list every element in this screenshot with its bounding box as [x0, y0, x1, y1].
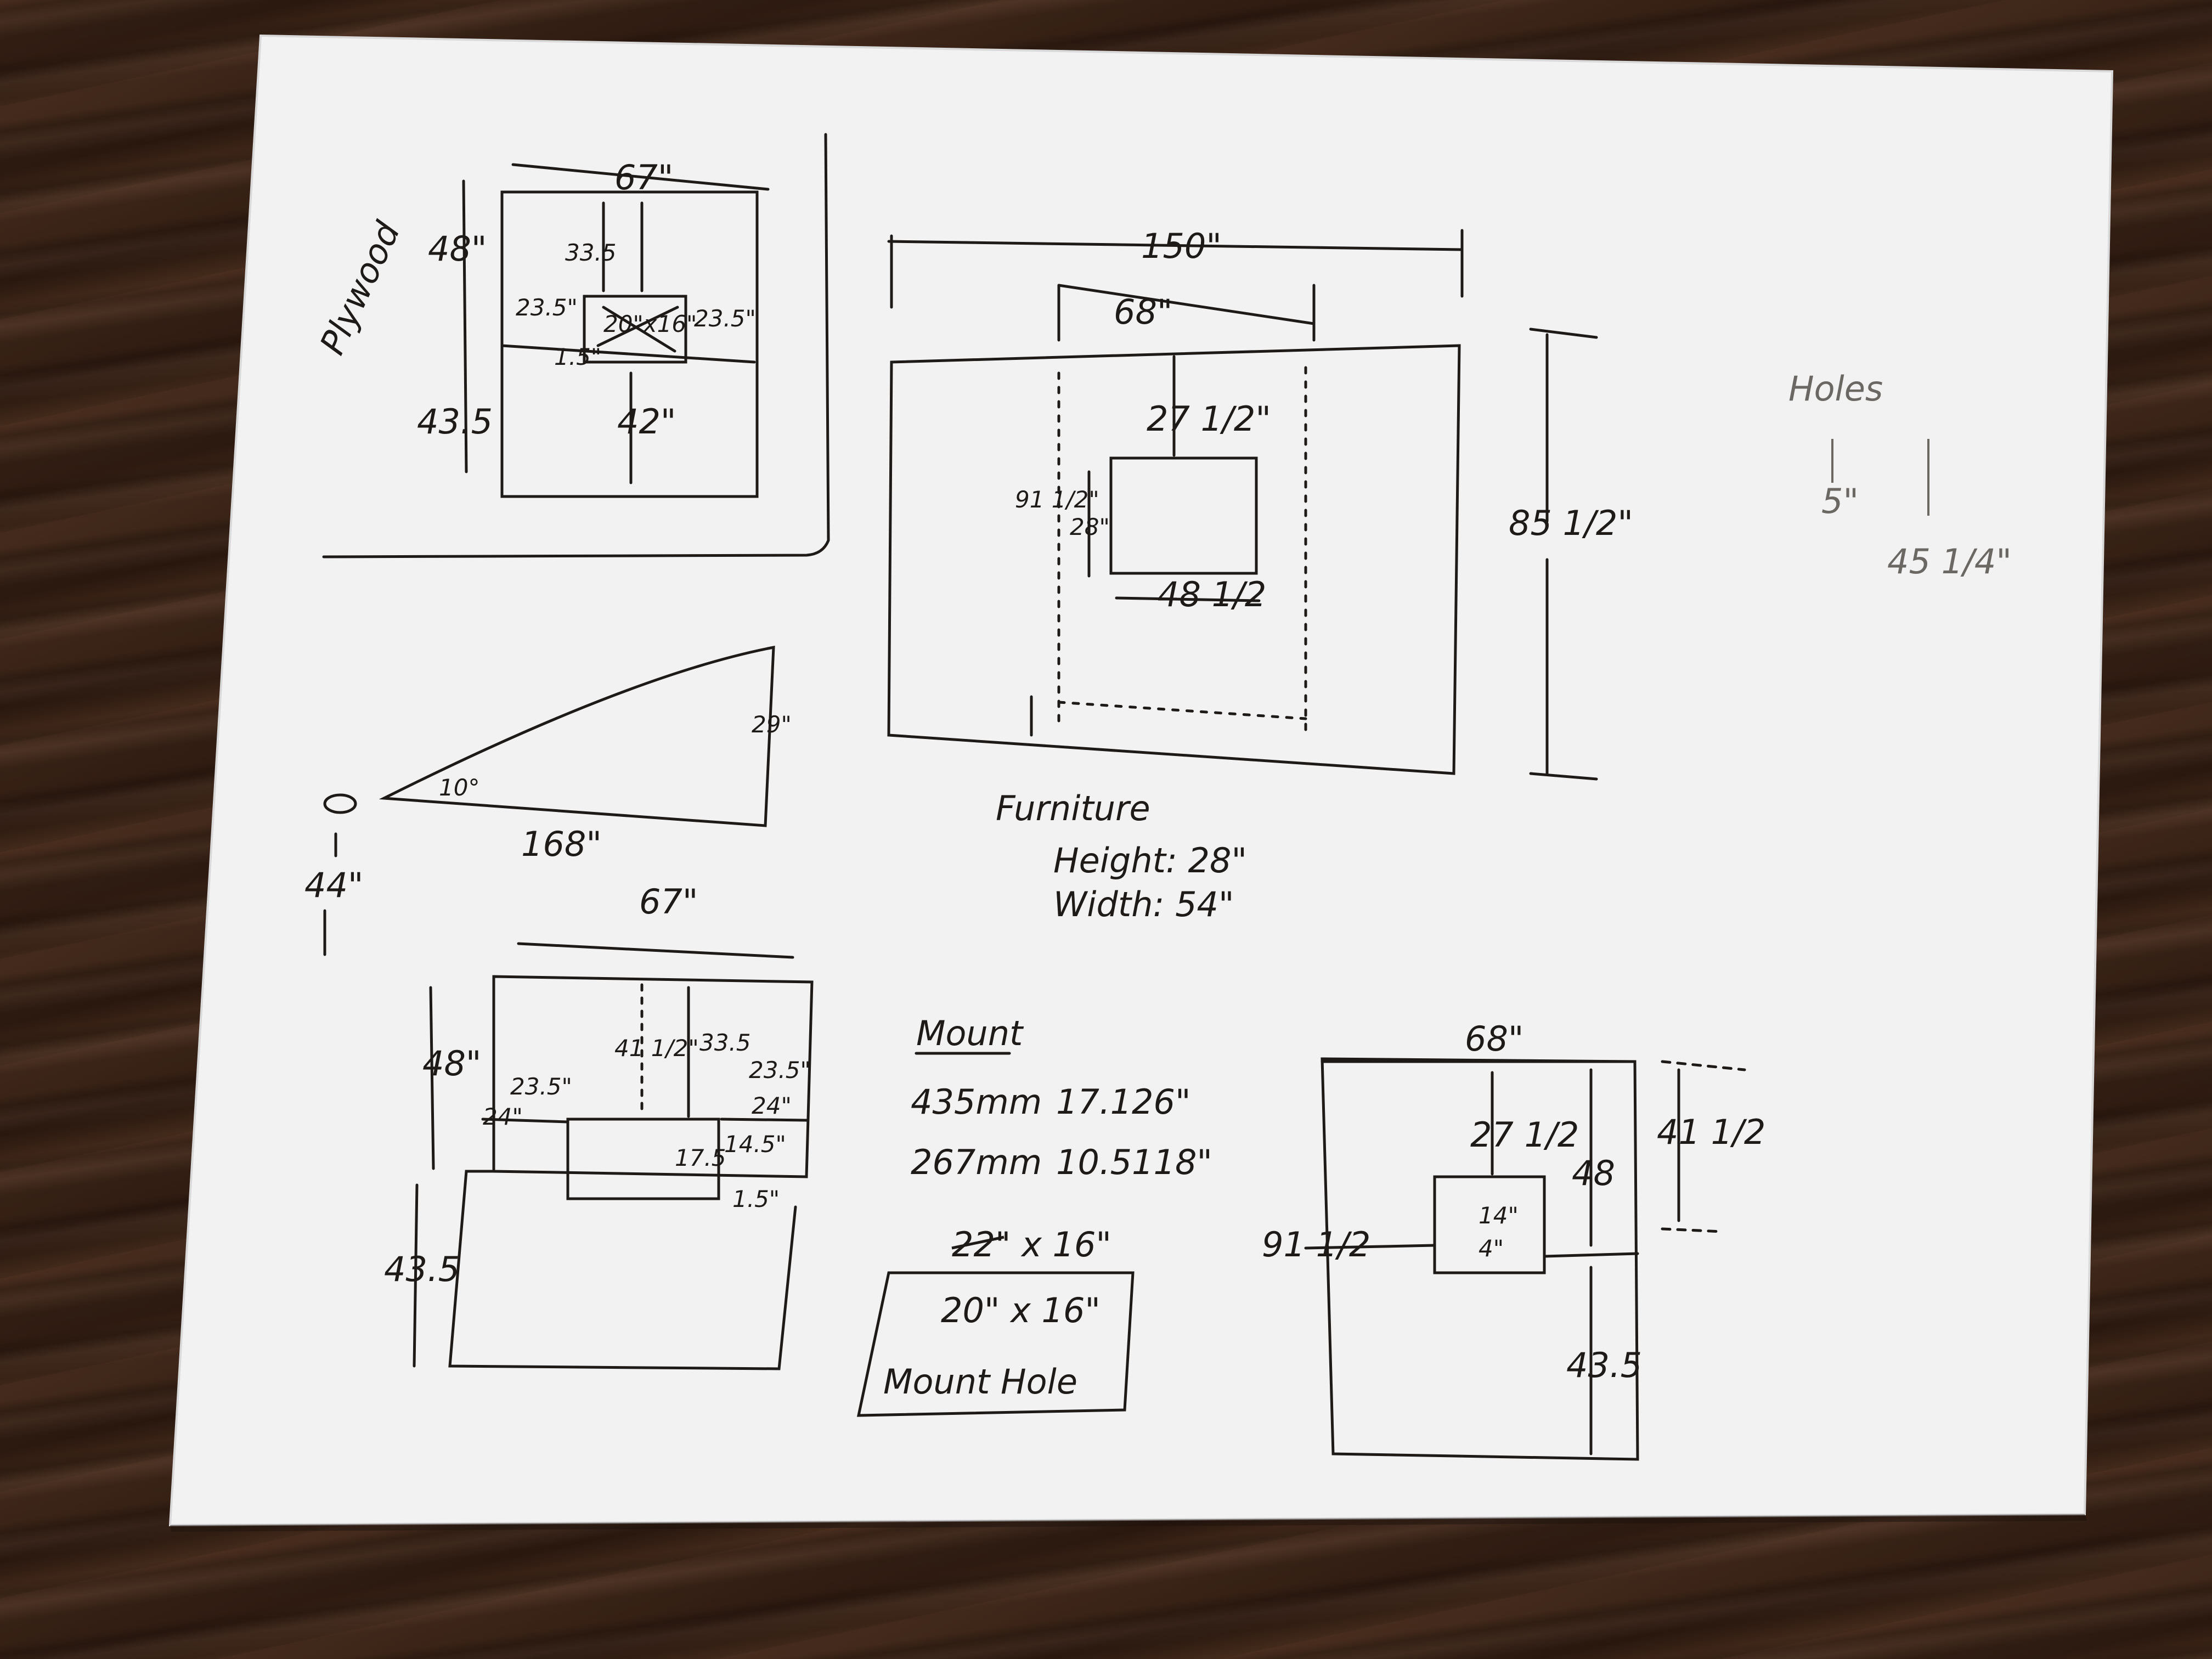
mount-title: Mount	[916, 1013, 1024, 1053]
furniture-height: Height: 28"	[1053, 840, 1247, 881]
elevation-inner-height: 48	[1572, 1153, 1615, 1193]
plywood2-mid-label: 41 1/2"	[614, 1035, 699, 1062]
elevation-right-height: 41 1/2	[1657, 1112, 1765, 1152]
elevation-left-height: 91 1/2	[1262, 1224, 1370, 1265]
wall-height-arrow	[1529, 328, 1598, 339]
plywood2-right-small: 14.5"	[724, 1131, 786, 1158]
plywood2-mid2-label: 33.5	[699, 1029, 751, 1056]
plywood-left-gap: 23.5"	[516, 294, 578, 321]
plywood2-right-gap: 23.5"	[749, 1057, 811, 1084]
wall-outline	[887, 344, 1461, 775]
plywood2-left-gap: 23.5"	[510, 1073, 572, 1100]
holes-a: 5"	[1821, 481, 1859, 521]
elevation-top-gap: 27 1/2	[1470, 1115, 1579, 1155]
elevation-c1: 14"	[1479, 1202, 1519, 1229]
wall-left-height-label: 91 1/2"	[1015, 486, 1099, 513]
mount-box-size: 20" x 16"	[941, 1290, 1101, 1330]
plywood2-bottom-height: 43.5	[384, 1249, 460, 1289]
plywood-cutout-box	[583, 295, 687, 364]
elevation-bottom-height: 43.5	[1566, 1345, 1642, 1385]
tv-rectangle	[1109, 456, 1258, 575]
eye-height-label: 44"	[304, 865, 363, 905]
wall-width-label: 150"	[1141, 226, 1222, 266]
plywood-right-gap: 23.5"	[694, 305, 756, 332]
mount-row2-in: 10.5118"	[1056, 1142, 1212, 1182]
angle-distance: 168"	[521, 824, 602, 864]
mount-row2-mm: 267mm	[911, 1142, 1042, 1182]
plywood-top-gap: 33.5	[565, 239, 617, 266]
plywood-height-arrow	[462, 179, 468, 473]
plywood2-hole-height: 17.5	[675, 1144, 726, 1171]
angle-degrees: 10°	[439, 774, 479, 801]
section-divider-line	[322, 133, 830, 558]
ink-lines	[322, 133, 1746, 1461]
plywood-bottom-height: 43.5	[417, 402, 493, 442]
inner-width-arrow	[1057, 284, 1316, 325]
furniture-width: Width: 54"	[1053, 884, 1234, 924]
tv-width-label: 48 1/2	[1158, 574, 1266, 614]
plywood-panel-outline	[500, 190, 759, 498]
holes-b: 45 1/4"	[1887, 541, 2012, 582]
plywood-width-label: 67"	[614, 157, 673, 198]
plywood2-width-label: 67"	[639, 882, 698, 922]
mount-row1-in: 17.126"	[1056, 1082, 1190, 1122]
tv-height-label: 28"	[1070, 514, 1110, 540]
wall-inner-width-label: 68"	[1114, 292, 1172, 332]
angle-rise: 29"	[752, 711, 792, 738]
viewing-angle-triangle	[379, 645, 775, 827]
strike-through-mark	[951, 1235, 1005, 1250]
mount-box-label: Mount Hole	[883, 1362, 1077, 1402]
plywood2-cutout-box	[566, 1118, 720, 1200]
wall-width-arrow	[887, 240, 1464, 251]
holes-pencil-marks	[1831, 439, 1929, 516]
plywood2-right-gap2: 24"	[752, 1092, 792, 1119]
elevation-c2: 4"	[1479, 1235, 1504, 1262]
paper-shadow	[170, 1514, 2087, 1532]
plywood-width-arrow	[511, 163, 770, 191]
plywood2-left-gap2: 24"	[483, 1103, 523, 1130]
plywood2-panel-outline	[492, 975, 814, 1178]
mount-hole-box	[856, 1271, 1135, 1417]
mount-row1-mm: 435mm	[911, 1082, 1042, 1122]
plywood-small-gap: 1.5"	[554, 343, 601, 370]
eye-icon	[323, 793, 357, 814]
plywood2-top-height: 48"	[422, 1043, 481, 1084]
elevation-width: 68"	[1465, 1019, 1523, 1059]
plywood-seam-line	[500, 344, 756, 364]
wall-top-gap-label: 27 1/2"	[1147, 399, 1271, 439]
plywood2-lower-outline	[448, 1170, 797, 1370]
mount-size-struck: 22" x 16"	[952, 1224, 1111, 1265]
plywood-lower-gap: 42"	[617, 402, 676, 442]
plywood-cutout-label: 20"x16"	[603, 311, 697, 337]
wall-height-label: 85 1/2"	[1509, 503, 1633, 543]
holes-title: Holes	[1788, 369, 1883, 409]
furniture-title: Furniture	[996, 788, 1150, 828]
plywood-top-height: 48"	[428, 229, 487, 269]
plywood2-small-gap: 1.5"	[732, 1186, 780, 1212]
elevation-tv-box	[1433, 1175, 1546, 1274]
